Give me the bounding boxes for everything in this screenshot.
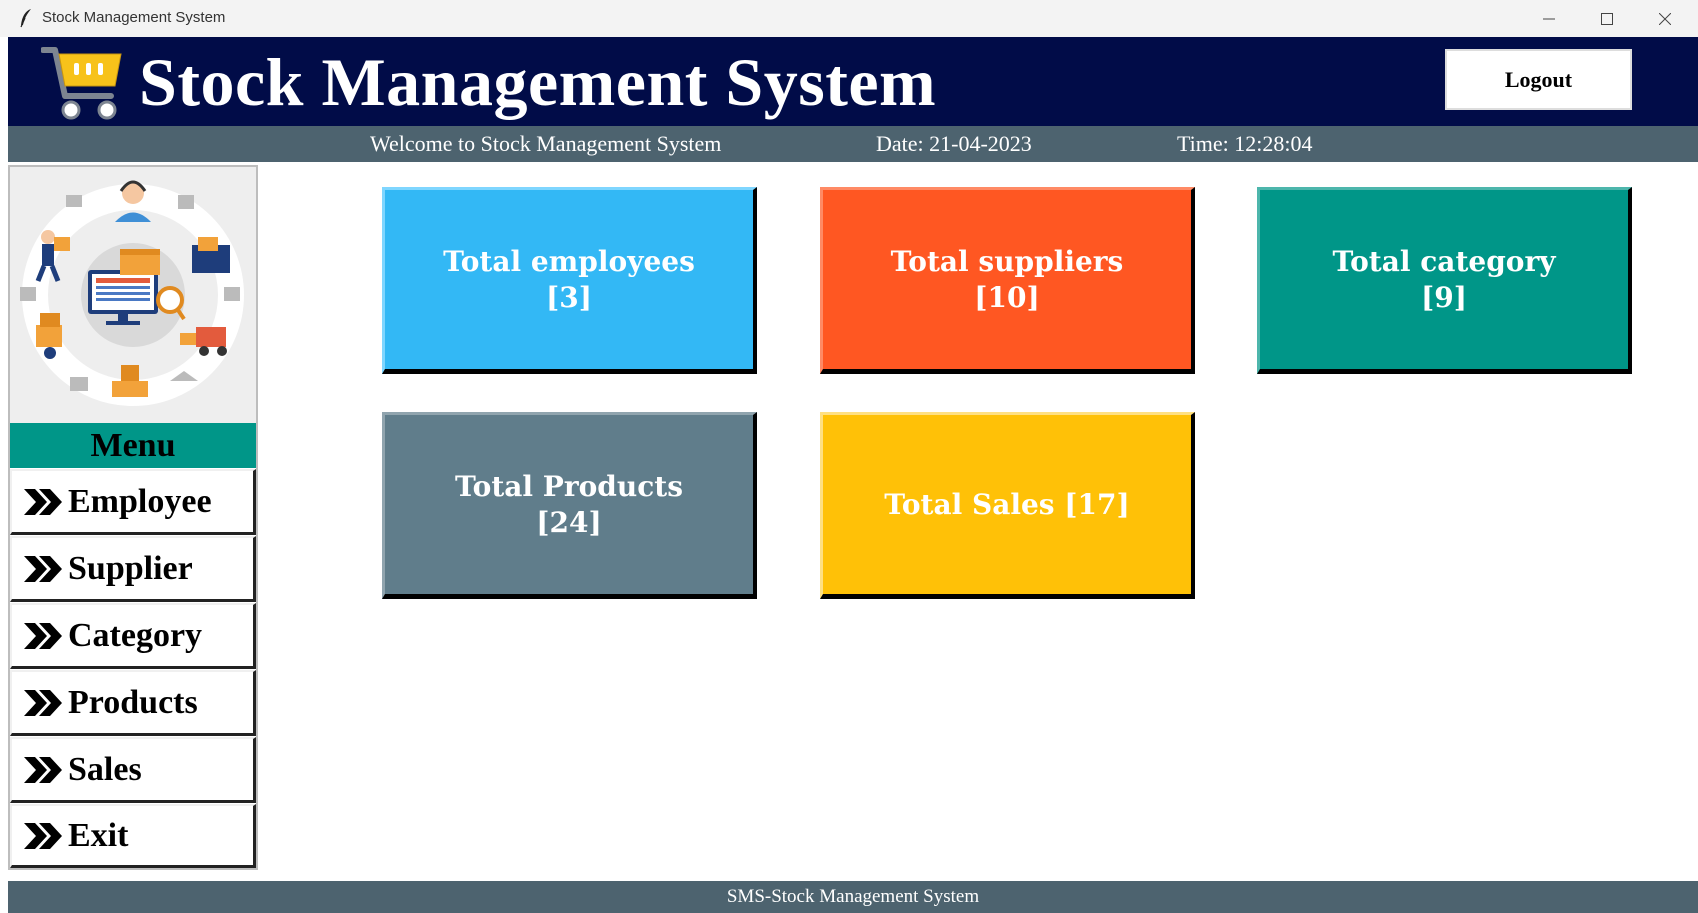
double-chevron-right-icon bbox=[24, 622, 62, 649]
menu-title: Menu bbox=[10, 423, 256, 468]
double-chevron-right-icon bbox=[24, 689, 62, 716]
close-button[interactable] bbox=[1636, 0, 1694, 37]
sidebar: Menu Employee Supplier Category Products… bbox=[8, 165, 258, 870]
maximize-icon bbox=[1601, 12, 1613, 25]
window-titlebar: Stock Management System bbox=[0, 0, 1698, 37]
menu-item-label: Category bbox=[68, 616, 203, 654]
footer: SMS-Stock Management System bbox=[8, 881, 1698, 913]
card-label: Total category bbox=[1332, 244, 1556, 278]
menu-item-category[interactable]: Category bbox=[10, 603, 256, 669]
menu-item-label: Products bbox=[68, 683, 198, 721]
total-sales-card[interactable]: Total Sales [17] bbox=[820, 412, 1195, 599]
card-label: Total Products bbox=[455, 469, 683, 503]
date-text: Date: 21-04-2023 bbox=[876, 131, 1032, 156]
menu-item-label: Employee bbox=[68, 482, 212, 520]
total-suppliers-card[interactable]: Total suppliers [10] bbox=[820, 187, 1195, 374]
logout-button[interactable]: Logout bbox=[1445, 49, 1632, 110]
card-count: [10] bbox=[974, 280, 1040, 314]
shopping-cart-icon bbox=[41, 47, 122, 120]
menu-item-exit[interactable]: Exit bbox=[10, 804, 256, 868]
menu-item-supplier[interactable]: Supplier bbox=[10, 536, 256, 602]
card-label: Total Sales [17] bbox=[884, 487, 1130, 521]
minimize-button[interactable] bbox=[1520, 0, 1578, 37]
card-count: [3] bbox=[546, 280, 592, 314]
card-count: [9] bbox=[1421, 280, 1467, 314]
menu-item-sales[interactable]: Sales bbox=[10, 737, 256, 803]
menu-item-label: Sales bbox=[68, 750, 142, 788]
window-title: Stock Management System bbox=[42, 9, 226, 26]
total-products-card[interactable]: Total Products [24] bbox=[382, 412, 757, 599]
warehouse-logistics-illustration bbox=[10, 167, 256, 423]
double-chevron-right-icon bbox=[24, 756, 62, 783]
status-bar: Welcome to Stock Management System Date:… bbox=[8, 126, 1698, 162]
app-header: Stock Management System Logout bbox=[8, 37, 1698, 126]
app-title: Stock Management System bbox=[139, 44, 937, 120]
total-category-card[interactable]: Total category [9] bbox=[1257, 187, 1632, 374]
card-label: Total suppliers bbox=[890, 244, 1124, 278]
menu-item-label: Supplier bbox=[68, 549, 193, 587]
menu-item-products[interactable]: Products bbox=[10, 670, 256, 736]
feather-icon bbox=[20, 9, 31, 28]
time-text: Time: 12:28:04 bbox=[1177, 131, 1313, 156]
minimize-icon bbox=[1543, 18, 1555, 19]
double-chevron-right-icon bbox=[24, 555, 62, 582]
double-chevron-right-icon bbox=[24, 488, 62, 515]
double-chevron-right-icon bbox=[24, 822, 62, 849]
card-count: [24] bbox=[536, 505, 602, 539]
menu-item-employee[interactable]: Employee bbox=[10, 469, 256, 535]
welcome-text: Welcome to Stock Management System bbox=[370, 131, 722, 156]
total-employees-card[interactable]: Total employees [3] bbox=[382, 187, 757, 374]
close-icon bbox=[1659, 12, 1671, 25]
menu-item-label: Exit bbox=[68, 816, 129, 854]
card-label: Total employees bbox=[443, 244, 695, 278]
maximize-button[interactable] bbox=[1578, 0, 1636, 37]
